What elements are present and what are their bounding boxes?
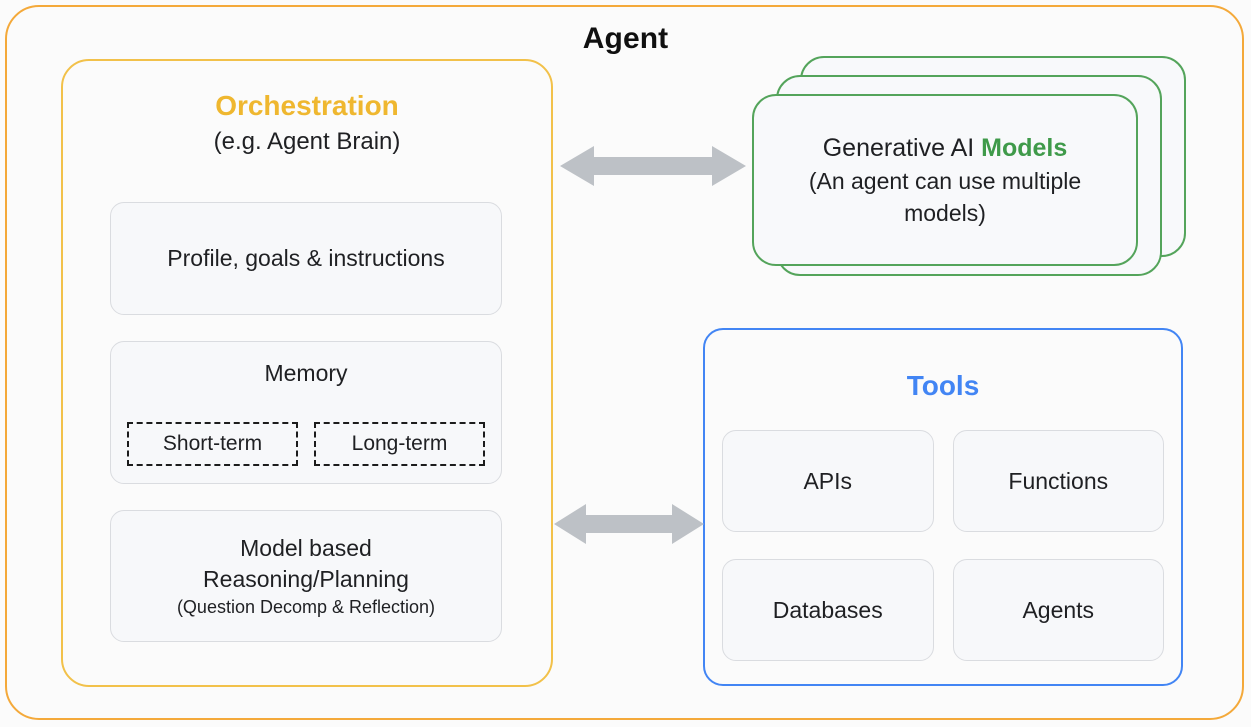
card-memory: Memory Short-term Long-term: [110, 341, 502, 484]
memory-long-term: Long-term: [314, 422, 485, 466]
memory-sub-row: Short-term Long-term: [127, 422, 485, 466]
models-title-accent: Models: [981, 134, 1068, 162]
tool-card-databases: Databases: [722, 559, 934, 661]
orchestration-tools-arrow-icon: [554, 504, 704, 544]
models-subtitle: (An agent can use multiple models): [808, 168, 1082, 226]
tool-card-agents: Agents: [952, 559, 1164, 661]
card-model-based-reasoning: Model based Reasoning/Planning (Question…: [110, 510, 502, 642]
card-reasoning-line2: Reasoning/Planning: [203, 565, 409, 592]
models-title-prefix: Generative AI: [822, 134, 982, 162]
orchestration-subtitle: (e.g. Agent Brain): [213, 128, 401, 155]
model-card-front: Generative AI Models (An agent can use m…: [752, 94, 1138, 266]
models-title: Generative AI Models: [823, 131, 1068, 165]
card-reasoning-line1: Model based: [240, 534, 372, 561]
memory-short-term: Short-term: [127, 422, 298, 466]
page-title: Agent: [582, 22, 669, 55]
orchestration-title: Orchestration: [215, 90, 399, 121]
generative-ai-models-stack: Generative AI Models (An agent can use m…: [752, 56, 1186, 281]
card-memory-label: Memory: [264, 360, 348, 386]
tool-card-functions: Functions: [952, 430, 1164, 532]
card-profile-label: Profile, goals & instructions: [167, 245, 445, 271]
tools-title: Tools: [906, 370, 980, 401]
tool-card-apis: APIs: [722, 430, 934, 532]
tools-panel: Tools APIs Functions Databases Agents: [703, 328, 1183, 686]
orchestration-models-arrow-icon: [560, 146, 746, 186]
card-reasoning-line3: (Question Decomp & Reflection): [176, 596, 436, 617]
tools-grid: APIs Functions Databases Agents: [722, 430, 1164, 661]
card-profile-goals-instructions: Profile, goals & instructions: [110, 202, 502, 315]
